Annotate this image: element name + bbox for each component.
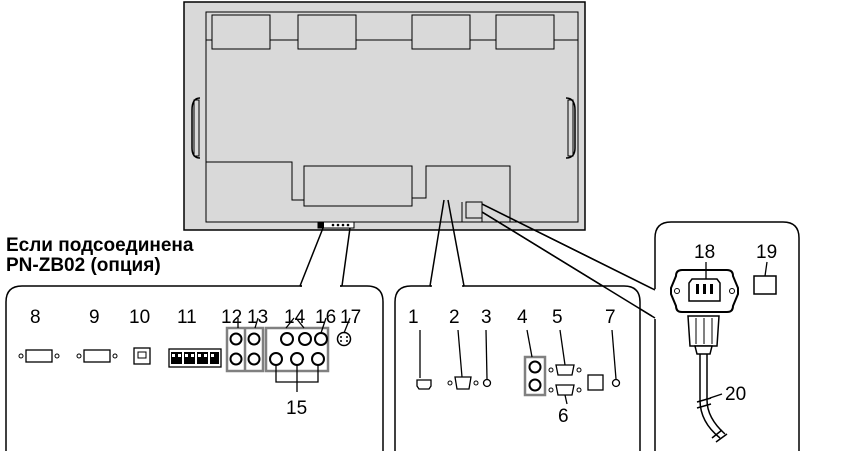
top-mount: [211, 14, 271, 50]
callout-17: 17: [340, 307, 361, 328]
speaker-terminal-icon: [168, 348, 222, 368]
power-cord-icon: [687, 315, 728, 443]
callout-9: 9: [89, 307, 100, 328]
callout-16: 16: [315, 307, 336, 328]
caption-line-2: PN-ZB02 (опция): [6, 255, 161, 276]
callout-15: 15: [286, 398, 307, 419]
audio-out-jack-icon: [611, 378, 621, 388]
top-mount: [495, 14, 555, 50]
lan-port-icon: [133, 347, 151, 365]
option-caption: Если подсоединена PN-ZB02 (опция): [6, 236, 193, 276]
rs232c-port-icon: [548, 384, 582, 396]
callout-4: 4: [517, 307, 528, 328]
dvi-connector-icon: [76, 349, 118, 363]
rs232c-port-icon: [548, 364, 582, 376]
monitor-rear: [183, 1, 586, 231]
handle-left-icon: [191, 97, 201, 159]
callout-5: 5: [552, 307, 563, 328]
bottom-compartment: [412, 165, 511, 222]
s-video-jack-icon: [336, 331, 352, 347]
power-recess: [465, 201, 483, 219]
callout-3: 3: [481, 307, 492, 328]
leader-left: [299, 227, 351, 287]
top-mount: [297, 14, 357, 50]
main-power-switch-icon: [753, 275, 777, 295]
sensor-box-icon: [587, 374, 604, 391]
handle-right-icon: [565, 97, 576, 159]
callout-12: 12: [221, 307, 242, 328]
callout-11: 11: [177, 307, 197, 328]
caption-line-1: Если подсоединена: [6, 235, 194, 256]
callout-19: 19: [756, 242, 777, 263]
dvi-connector-icon: [18, 349, 60, 363]
small-port-block: [318, 222, 324, 228]
power-panel: [654, 221, 800, 451]
callout-1: 1: [408, 307, 419, 328]
leader-middle: [429, 199, 465, 287]
panel-leader-lines: [237, 317, 351, 392]
d-sub-port-icon: [447, 376, 479, 390]
callout-14: 14: [284, 307, 306, 328]
callout-2: 2: [449, 307, 460, 328]
hdmi-port-icon: [416, 379, 432, 390]
callout-18: 18: [694, 242, 715, 263]
callout-7: 7: [605, 307, 616, 328]
bottom-compartment: [206, 161, 306, 201]
panel-leader-lines: [419, 329, 617, 405]
callout-8: 8: [30, 307, 41, 328]
monitor-inner-panel: [205, 11, 579, 223]
audio-jack-icon: [482, 378, 492, 388]
top-mount: [411, 14, 471, 50]
callout-20: 20: [725, 384, 746, 405]
callout-6: 6: [558, 406, 569, 427]
audio-rca-jacks-icon: [225, 326, 265, 373]
callout-10: 10: [129, 307, 150, 328]
callout-13: 13: [247, 307, 268, 328]
terminal-panel-middle: [394, 285, 641, 451]
panel-leader-lines: [705, 261, 768, 399]
ac-inlet-icon: [670, 269, 739, 313]
audio-rca-pair-icon: [523, 355, 547, 397]
terminal-recess: [303, 165, 413, 207]
video-rca-jack-icon: [314, 332, 328, 346]
